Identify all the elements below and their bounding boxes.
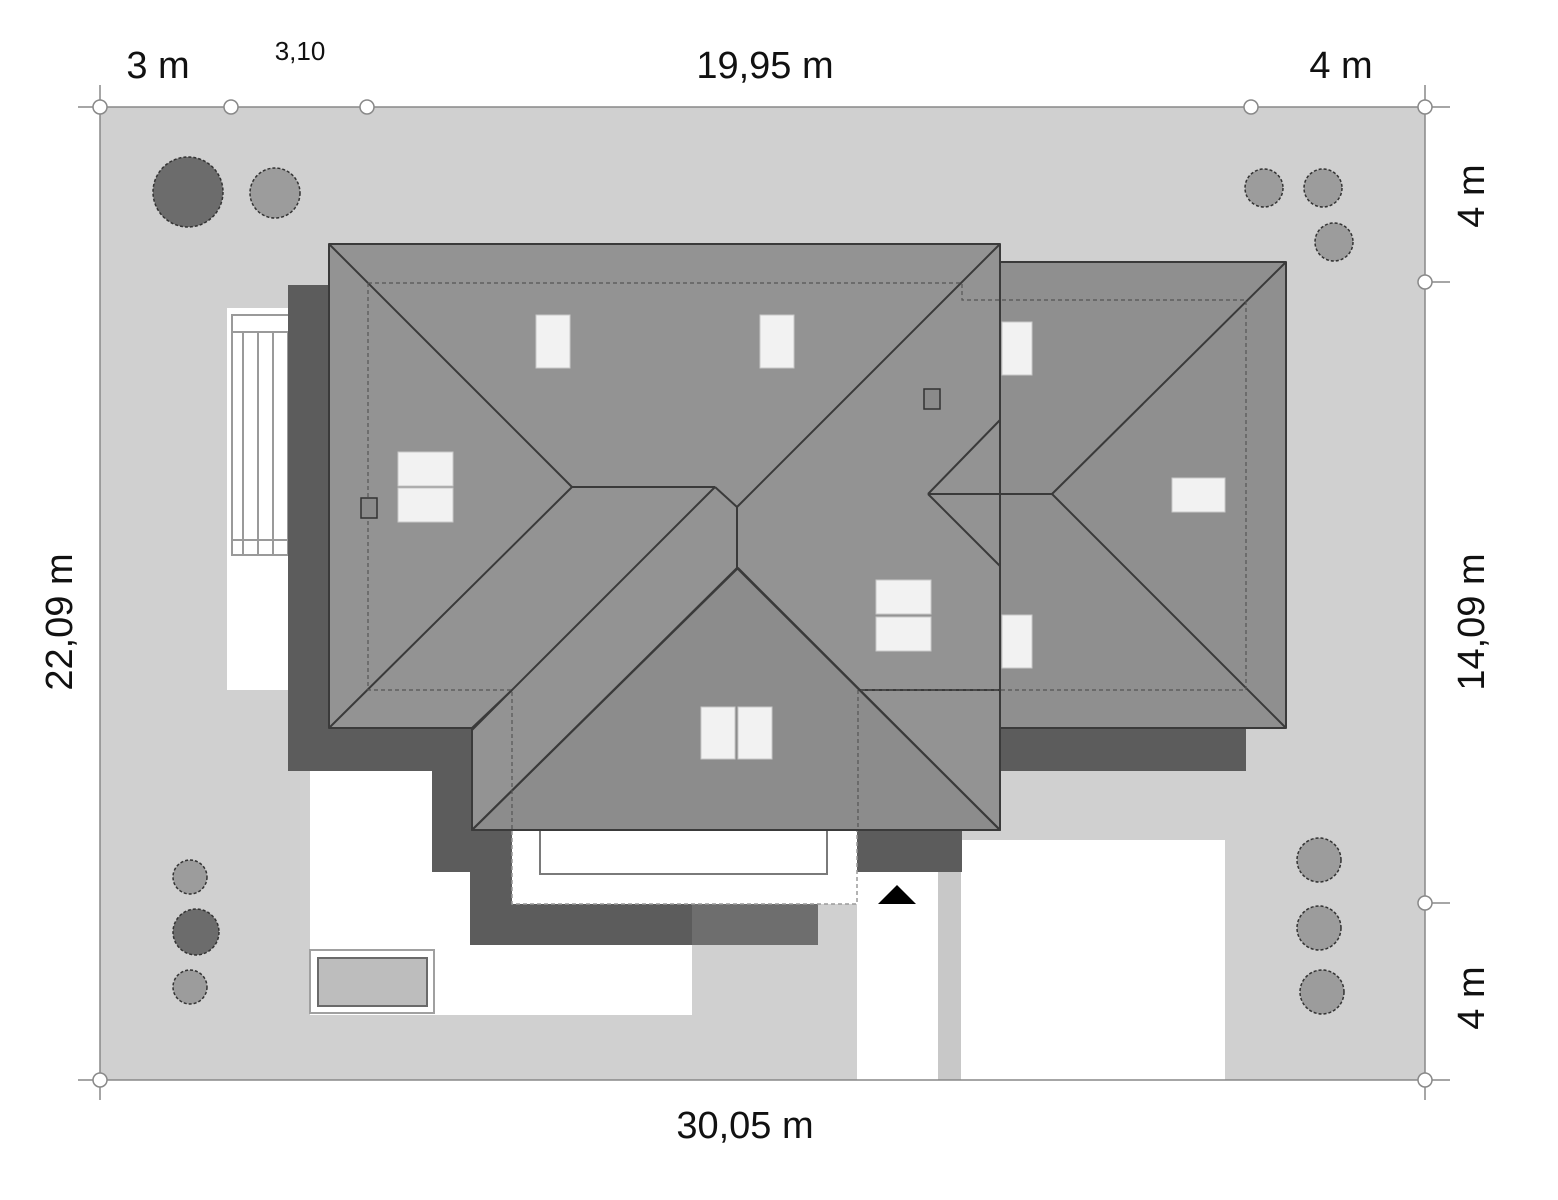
dimension-node	[1417, 1072, 1433, 1088]
skylight	[397, 451, 454, 487]
tree-icon	[1303, 168, 1343, 208]
tree-icon	[1314, 222, 1354, 262]
driveway	[857, 840, 1225, 1080]
dim-top-main: 19,95 m	[696, 45, 833, 87]
building-shadow	[288, 285, 1246, 945]
entrance-arrow-icon	[878, 885, 916, 904]
skylight	[1001, 321, 1033, 376]
chimney	[923, 388, 941, 410]
dim-top-setback: 3,10	[275, 36, 326, 66]
tree-icon	[1296, 905, 1342, 951]
tree-icon	[172, 969, 208, 1005]
chimney	[360, 497, 378, 519]
tree-icon	[1296, 837, 1342, 883]
dimension-lines	[78, 85, 1450, 1100]
skylight	[700, 706, 736, 760]
tree-icon	[152, 156, 224, 228]
tree-icon	[1244, 168, 1284, 208]
tree-icon	[1299, 969, 1345, 1015]
footpath	[938, 842, 961, 1080]
skylight	[1001, 614, 1033, 669]
entrance-canopy	[511, 829, 858, 905]
shadow-highlight	[692, 900, 818, 945]
dimension-node	[1417, 895, 1433, 911]
dimension-node	[92, 1072, 108, 1088]
skylight	[535, 314, 571, 369]
skylight	[759, 314, 795, 369]
dim-left-total: 22,09 m	[39, 553, 81, 690]
planter	[317, 957, 428, 1007]
wall-outlines	[367, 282, 1247, 830]
dimension-node	[1243, 99, 1259, 115]
dim-right-top: 4 m	[1451, 164, 1493, 227]
skylights	[397, 314, 1226, 760]
dimension-node	[1417, 274, 1433, 290]
roof-ridges	[328, 243, 1287, 831]
tree-icon	[172, 908, 220, 956]
dim-top-left: 3 m	[126, 45, 189, 87]
dim-top-right: 4 m	[1309, 45, 1372, 87]
skylight	[397, 487, 454, 523]
skylight	[737, 706, 773, 760]
dim-bottom-total: 30,05 m	[676, 1105, 813, 1147]
dimension-node	[92, 99, 108, 115]
skylight	[875, 579, 932, 615]
dim-right-middle: 14,09 m	[1451, 553, 1493, 690]
trees	[152, 156, 1354, 1015]
dimension-node	[359, 99, 375, 115]
dimension-node	[223, 99, 239, 115]
skylight	[875, 616, 932, 652]
tree-icon	[172, 859, 208, 895]
skylight	[1171, 477, 1226, 513]
dim-right-bottom: 4 m	[1451, 966, 1493, 1029]
tree-icon	[249, 167, 301, 219]
dimension-node	[1417, 99, 1433, 115]
chimneys	[360, 388, 941, 519]
